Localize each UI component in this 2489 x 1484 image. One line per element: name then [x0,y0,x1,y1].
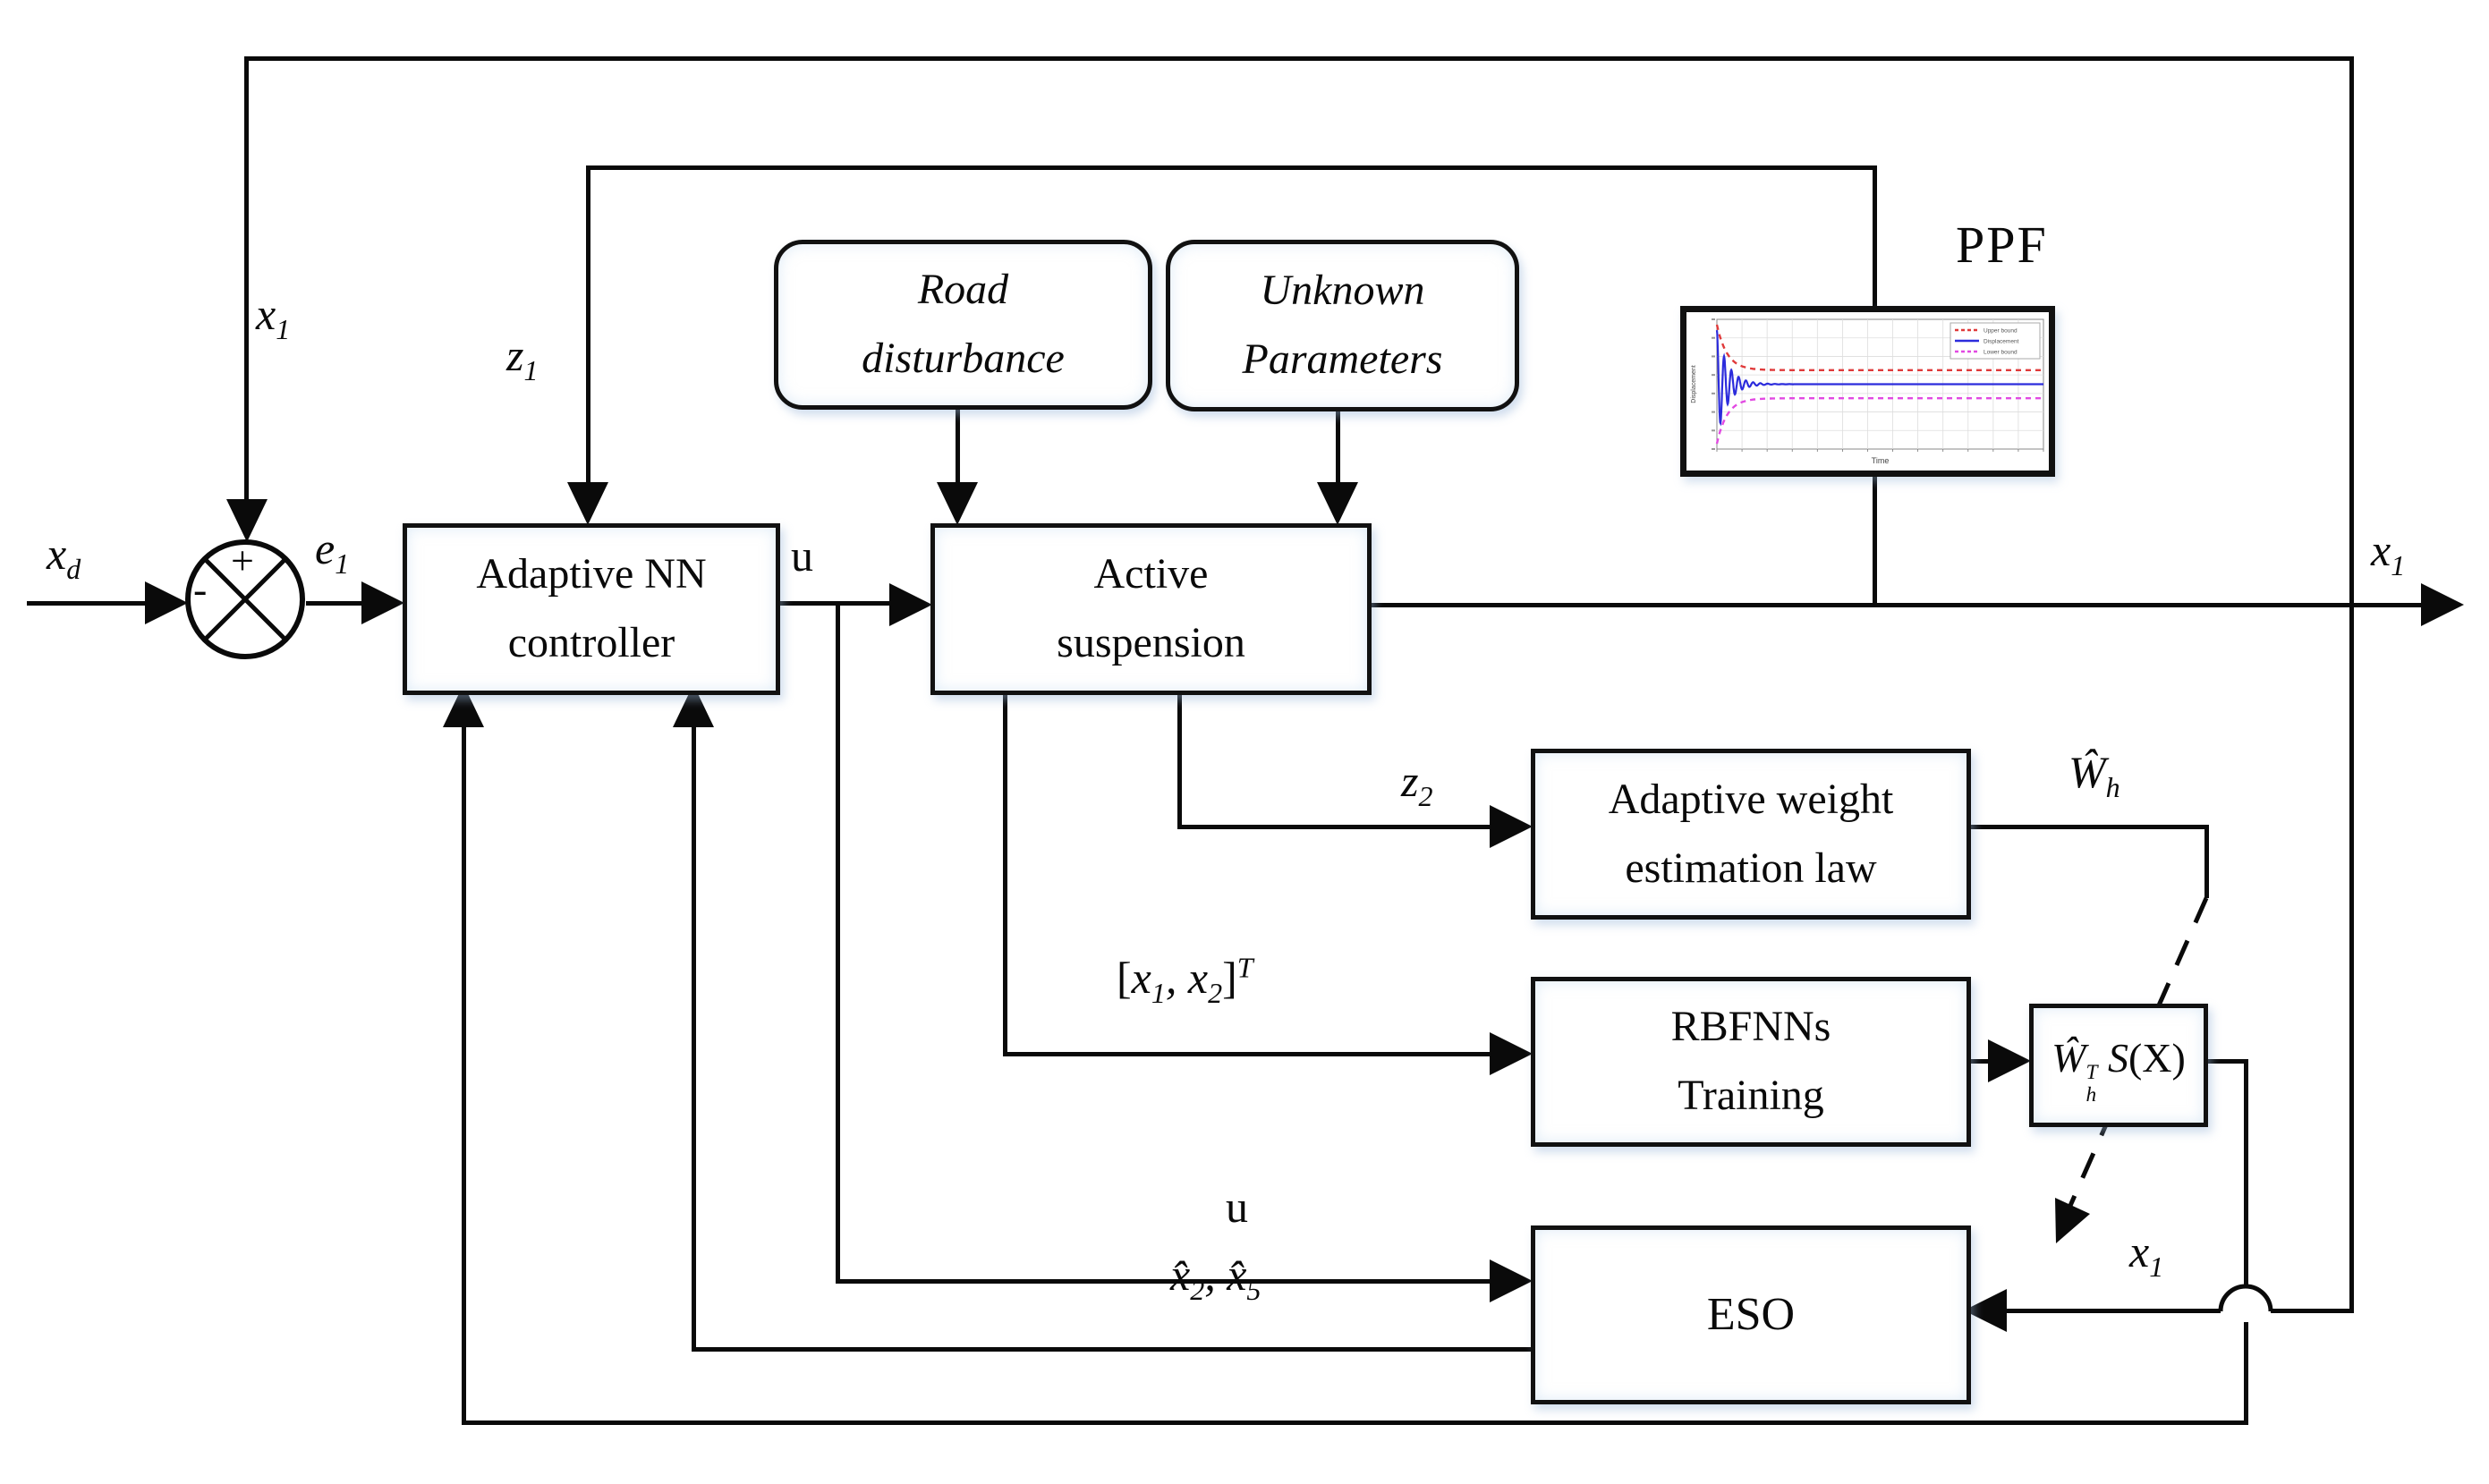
arrowhead-z1 [567,482,608,525]
label-u-eso: u [1226,1182,1248,1232]
dashed-wh-line [2053,896,2209,1240]
arrowhead-u [889,583,932,626]
line-right-feedback-vertical [2349,56,2354,1313]
line-wbox-output-down [2244,1059,2248,1424]
sum-junction-cross-2 [203,557,287,641]
line-e1 [306,601,361,606]
block-unknown-parameters: Unknown Parameters [1166,240,1519,411]
svg-text:Lower bound: Lower bound [1984,350,2018,356]
label-x1-feedback: x1 [256,289,291,345]
line-law-output-down [2204,825,2209,898]
block-road-disturbance: Road disturbance [774,240,1152,410]
line-rbf-output [1962,1059,1994,1064]
svg-text:Upper bound: Upper bound [1984,328,2018,335]
block-eso: ESO [1531,1225,1971,1404]
line-output-x1 [1363,603,2421,607]
label-xd: xd [47,529,81,585]
line-z1-vertical [586,165,590,484]
sum-plus-sign: + [231,538,254,583]
label-z1: z1 [506,330,539,386]
arrowhead-x1-eso [1964,1289,2007,1332]
label-xhat25: x̂2, x̂5 [1170,1250,1261,1306]
label-wh: Ŵh [2069,747,2120,803]
line-bottom-return [462,1420,2248,1425]
line-wbox-output [2199,1059,2248,1064]
svg-text:Time: Time [1872,456,1890,465]
line-top-feedback [244,56,2354,61]
line-x12-horizontal [1003,1052,1490,1056]
arrowhead-u-eso [1490,1259,1533,1302]
label-x1-output: x1 [2371,525,2406,581]
arrowhead-x12 [1490,1032,1533,1075]
block-adaptive-nn-controller: Adaptive NN controller [403,523,780,695]
line-left-feedback-vertical [244,56,249,499]
arrowhead-x1-output [2421,583,2464,626]
arrowhead-e1 [361,581,404,624]
sum-minus-sign: - [193,566,208,612]
line-z1-horizontal [588,165,1877,170]
dashed-wh-arrowhead [2055,1198,2090,1243]
label-x1-eso: x1 [2129,1226,2164,1283]
line-law-output [1962,825,2209,829]
line-xd-input [27,601,145,606]
arrowhead-z2 [1490,805,1533,848]
line-xhat-up [692,727,696,1349]
arrowhead-rbf-output [1988,1039,2031,1082]
block-rbfnn-training: RBFNNs Training [1531,977,1971,1147]
line-z2-horizontal [1177,825,1490,829]
arrowhead-unknown [1317,482,1358,525]
line-u-into-eso [836,1279,1490,1284]
line-x1-into-eso [2007,1309,2354,1313]
label-x12-vector: [x1, x2]T [1117,951,1253,1009]
line-unknown-arrow [1336,403,1340,484]
block-active-suspension: Active suspension [930,523,1372,695]
block-adaptive-weight-law: Adaptive weight estimation law [1531,749,1971,920]
arrowhead-x1-into-sum [226,499,268,542]
svg-text:Displacement: Displacement [1984,339,2019,345]
arrowhead-xd [145,581,188,624]
line-xhat-horizontal [692,1347,1531,1352]
line-x12-vertical [1003,686,1007,1056]
label-z2: z2 [1401,756,1433,812]
line-left-return-up [462,727,466,1423]
svg-text:Displacement: Displacement [1691,365,1697,403]
label-e1: e1 [315,523,350,580]
line-jump-arc [2218,1284,2273,1312]
arrowhead-road [937,482,978,525]
line-u-branch-vertical [836,606,840,1283]
line-u [771,601,889,606]
label-u-controller: u [791,530,813,581]
ppf-title: PPF [1956,216,2048,274]
line-z2-vertical [1177,686,1182,829]
line-road-arrow [956,401,960,484]
